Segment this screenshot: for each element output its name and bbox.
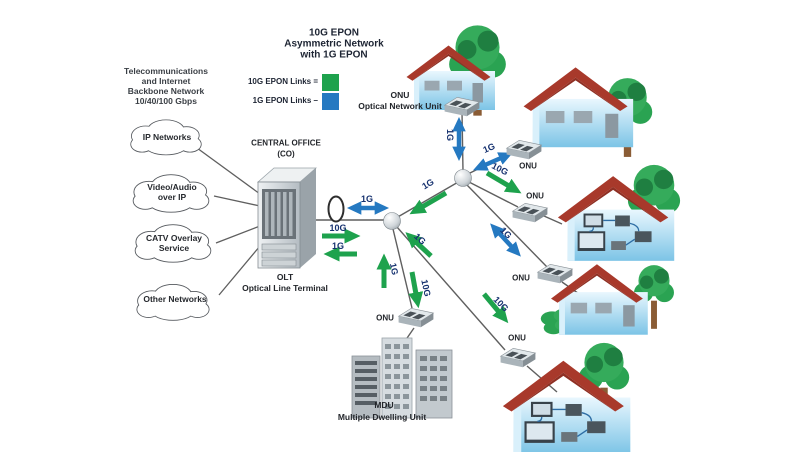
cloud-video-label1: Video/Audio: [147, 182, 197, 192]
onu-b-1g-arrow: [473, 152, 513, 171]
olt-name-label: Optical Line Terminal: [242, 283, 328, 293]
backbone-text-line3: Backbone Network: [127, 86, 205, 96]
house-e-1g-up-arrow: [405, 232, 433, 258]
trunk-1g-up-arrow: [409, 190, 448, 215]
olt-cabinet: [256, 167, 318, 269]
cloud-to-olt-lines: [196, 147, 261, 296]
central-office-label1: CENTRAL OFFICE: [251, 138, 321, 148]
onu-a-1g-label: 1G: [445, 128, 455, 142]
cloud-catv-label1: CATV Overlay: [145, 233, 203, 243]
olt-abbr-label: OLT: [276, 272, 294, 282]
cloud-catv-label2: Service: [158, 243, 190, 253]
green-arrows: [322, 170, 522, 324]
onu-c-label: ONU: [526, 191, 544, 201]
fiber-coil: [327, 195, 345, 223]
legend-10g-label: 10G EPON Links =: [247, 77, 318, 86]
splitter-1: [383, 212, 401, 230]
diagram-title-line1: 10G EPON: [308, 27, 360, 39]
onu-e-device: [500, 347, 536, 368]
onu-c-drop: [543, 215, 563, 225]
onu-c-line: [468, 181, 519, 208]
onu-name-label: Optical Network Unit: [358, 101, 442, 111]
onu-d-device: [537, 263, 573, 284]
backbone-text-line2: and Internet: [141, 76, 191, 86]
feeder-1g-label: 1G: [360, 194, 374, 204]
onu-d-1g-arrow: [490, 223, 521, 257]
mdu-abbr-label: MDU: [374, 400, 394, 410]
cloud-ip-label: IP Networks: [142, 132, 192, 142]
backbone-text-line1: Telecommunications: [124, 66, 208, 76]
trunk-line: [395, 180, 461, 219]
cloud-video-label2: over IP: [157, 192, 187, 202]
mdu-10g-down-arrow: [408, 271, 424, 309]
onu-c-10g-arrow: [485, 170, 522, 194]
onu-d-label: ONU: [512, 273, 530, 283]
cloud-other-label: Other Networks: [143, 294, 207, 304]
splitter-2: [454, 169, 472, 187]
feeder-10g-down-label: 10G: [329, 223, 347, 233]
blue-arrows: [346, 116, 521, 257]
backbone-text-line4: 10/40/100 Gbps: [135, 96, 197, 106]
diagram-title-line3: with 1G EPON: [300, 49, 368, 61]
house-e-10g-down-arrow: [482, 292, 509, 324]
central-office-label2: (CO): [277, 149, 295, 159]
onu-mdu-device: [398, 307, 434, 328]
onu-abbr-label: ONU: [390, 90, 410, 100]
onu-b-label: ONU: [519, 161, 537, 171]
feeder-1g-up-label: 1G: [331, 241, 345, 251]
legend-10g-swatch: [322, 74, 339, 91]
legend-1g-label: 1G EPON Links –: [252, 96, 318, 105]
mdu-buildings: [351, 337, 453, 419]
diagram-title-line2: Asymmetric Network: [284, 38, 384, 50]
house-b: [523, 67, 634, 148]
legend-1g-swatch: [322, 93, 339, 110]
onu-e-label: ONU: [508, 333, 526, 343]
onu-mdu-label: ONU: [376, 313, 394, 323]
onu-a-line: [461, 111, 464, 172]
mdu-name-label: Multiple Dwelling Unit: [337, 412, 427, 422]
